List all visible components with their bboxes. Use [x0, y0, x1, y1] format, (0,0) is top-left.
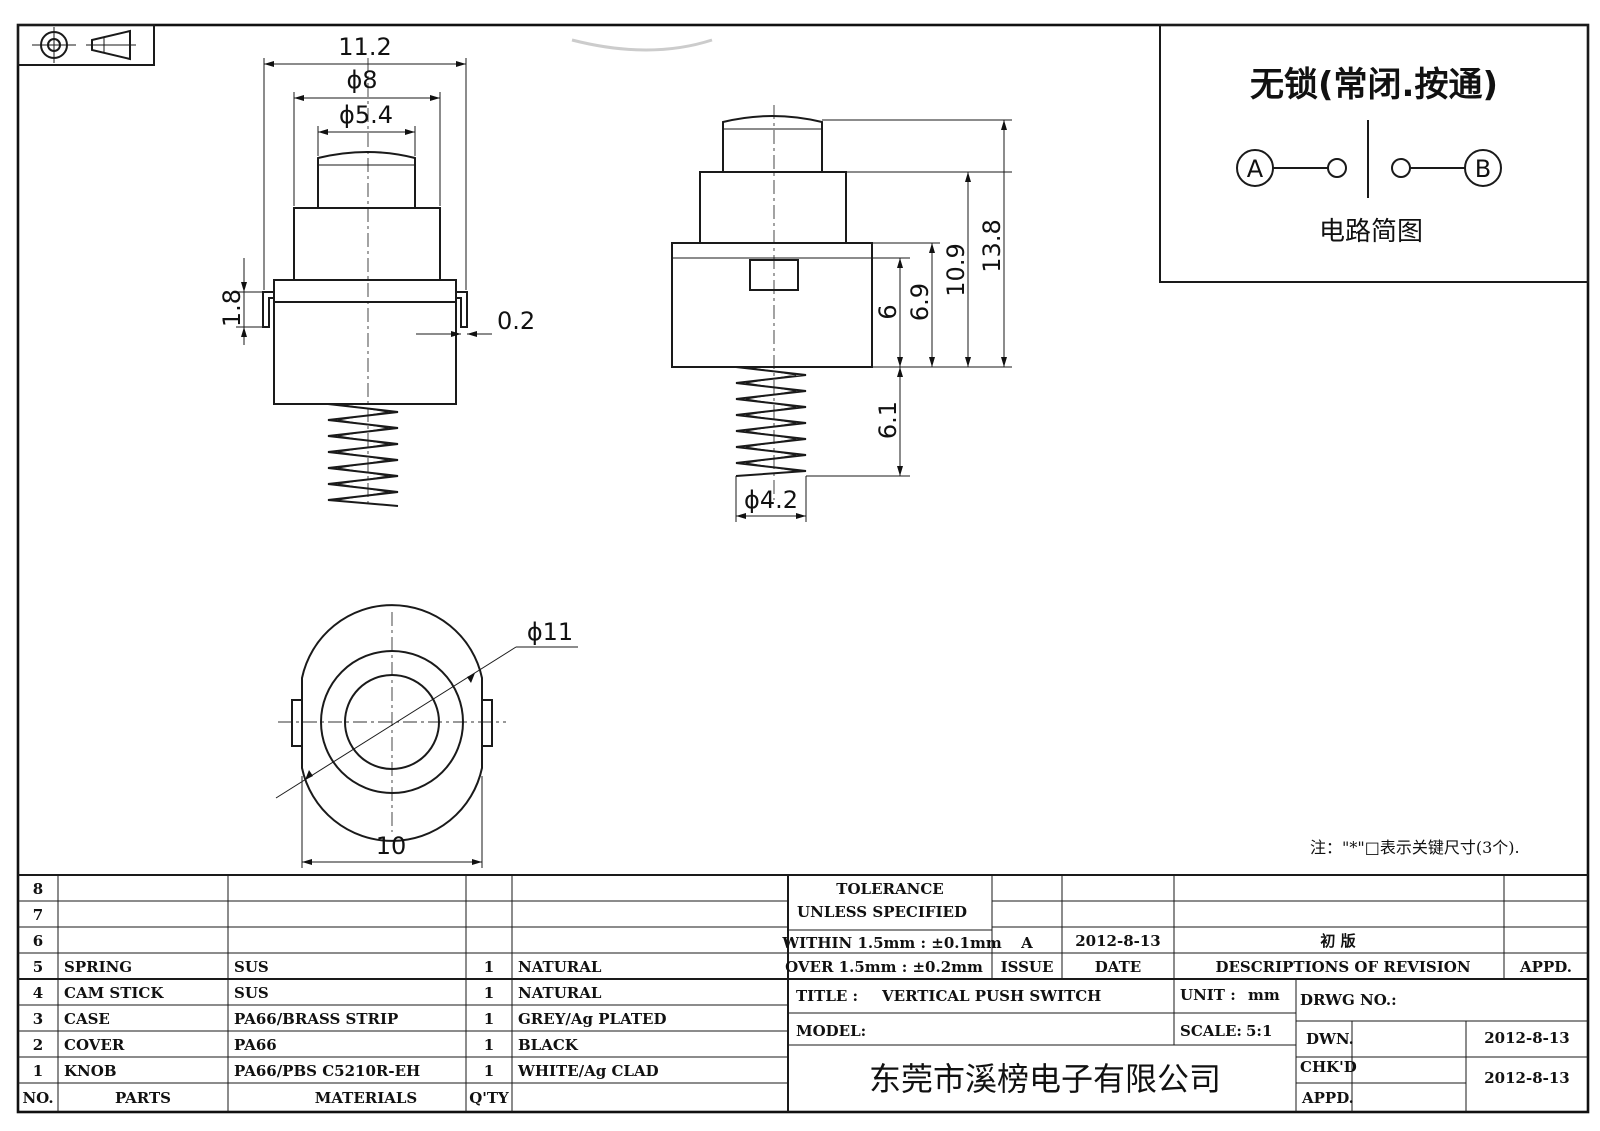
revision-description: 初 版: [1320, 932, 1355, 950]
dim-total-height: 13.8: [978, 219, 1006, 272]
part-material: PA66: [234, 1036, 277, 1054]
tolerance-line2: UNLESS SPECIFIED: [797, 903, 967, 921]
part-no: 7: [33, 906, 43, 924]
part-name: KNOB: [64, 1062, 117, 1080]
revision-appd-label: APPD.: [1519, 958, 1572, 976]
part-finish: NATURAL: [518, 958, 602, 976]
terminal-b-label: B: [1475, 155, 1491, 183]
sheet-border: [16, 23, 1590, 1114]
date-label: DATE: [1095, 958, 1141, 976]
dim-body-height: 6: [874, 304, 902, 319]
dim-upper-height: 10.9: [942, 243, 970, 296]
company-name: 东莞市溪榜电子有限公司: [869, 1060, 1221, 1098]
dim-outer-dia: ϕ11: [527, 618, 573, 646]
part-material: PA66/BRASS STRIP: [234, 1010, 398, 1028]
part-qty: 1: [484, 1036, 494, 1054]
part-name: CASE: [64, 1010, 110, 1028]
circuit-title: 无锁(常闭.按通): [1250, 65, 1498, 105]
terminal-b-icon: [1464, 149, 1502, 187]
header-materials: MATERIALS: [315, 1089, 418, 1107]
tolerance-line1: TOLERANCE: [836, 880, 943, 898]
part-finish: BLACK: [518, 1036, 579, 1054]
revision-date: 2012-8-13: [1075, 932, 1161, 950]
part-name: COVER: [64, 1036, 125, 1054]
scale-value: 5:1: [1246, 1022, 1272, 1040]
projection-symbol-icon: [17, 24, 155, 66]
title-block: [18, 874, 1588, 1112]
parts-list: 8 7 6 5 SPRING SUS 1 NATURAL 4 CAM STICK…: [22, 880, 666, 1107]
part-no: 6: [33, 932, 43, 950]
part-name: CAM STICK: [64, 984, 164, 1002]
dwn-date: 2012-8-13: [1484, 1029, 1570, 1047]
header-qty: Q'TY: [469, 1089, 509, 1107]
part-material: SUS: [234, 984, 269, 1002]
part-qty: 1: [484, 984, 494, 1002]
dim-lower-height: 6.9: [906, 283, 934, 321]
dim-spring-length: 6.1: [874, 401, 902, 439]
dim-spring-dia: ϕ4.2: [744, 486, 798, 514]
dim-width-total: 11.2: [338, 33, 391, 61]
part-no: 4: [33, 984, 43, 1002]
scale-label: SCALE:: [1180, 1022, 1242, 1040]
tolerance-line4: OVER 1.5mm : ±0.2mm: [785, 958, 983, 976]
part-no: 3: [33, 1010, 43, 1028]
descriptions-label: DESCRIPTIONS OF REVISION: [1215, 958, 1470, 976]
part-finish: GREY/Ag PLATED: [518, 1010, 667, 1028]
title-label: TITLE :: [796, 987, 858, 1005]
unit-label: UNIT :: [1180, 986, 1236, 1004]
circuit-caption: 电路简图: [1319, 217, 1423, 247]
dim-clip-height: 1.8: [218, 289, 246, 327]
header-no: NO.: [22, 1089, 53, 1107]
terminal-a-label: A: [1247, 155, 1264, 183]
dim-dia-cap: ϕ5.4: [339, 101, 393, 129]
issue-label: ISSUE: [1001, 958, 1054, 976]
unit-value: mm: [1248, 986, 1280, 1004]
part-no: 2: [33, 1036, 43, 1054]
header-parts: PARTS: [115, 1089, 171, 1107]
appd-label: APPD.: [1301, 1089, 1354, 1107]
part-no: 5: [33, 958, 43, 976]
tolerance-line3: WITHIN 1.5mm : ±0.1mm: [781, 934, 1002, 952]
model-label: MODEL:: [796, 1022, 866, 1040]
front-view-right: [671, 105, 1012, 522]
top-view: [275, 604, 578, 868]
drwg-no-label: DRWG NO.:: [1300, 991, 1397, 1009]
part-qty: 1: [484, 1010, 494, 1028]
part-no: 8: [33, 880, 43, 898]
part-finish: NATURAL: [518, 984, 602, 1002]
part-qty: 1: [484, 958, 494, 976]
chkd-date: 2012-8-13: [1484, 1069, 1570, 1087]
part-qty: 1: [484, 1062, 494, 1080]
part-material: PA66/PBS C5210R-EH: [234, 1062, 420, 1080]
part-no: 1: [33, 1062, 43, 1080]
title-value: VERTICAL PUSH SWITCH: [881, 987, 1101, 1005]
part-material: SUS: [234, 958, 269, 976]
revision-issue: A: [1020, 934, 1033, 952]
dwn-label: DWN.: [1306, 1030, 1354, 1048]
part-finish: WHITE/Ag CLAD: [517, 1062, 659, 1080]
dim-top-width: 10: [376, 832, 407, 860]
circuit-diagram: [1159, 24, 1589, 283]
part-name: SPRING: [64, 958, 132, 976]
key-dimension-note: 注："*"□表示关键尺寸(3个).: [1310, 838, 1520, 857]
dim-clip-thickness: 0.2: [497, 307, 535, 335]
front-view-left: [236, 58, 492, 507]
dim-dia-outer: ϕ8: [346, 66, 377, 94]
chkd-label: CHK'D: [1300, 1058, 1357, 1076]
